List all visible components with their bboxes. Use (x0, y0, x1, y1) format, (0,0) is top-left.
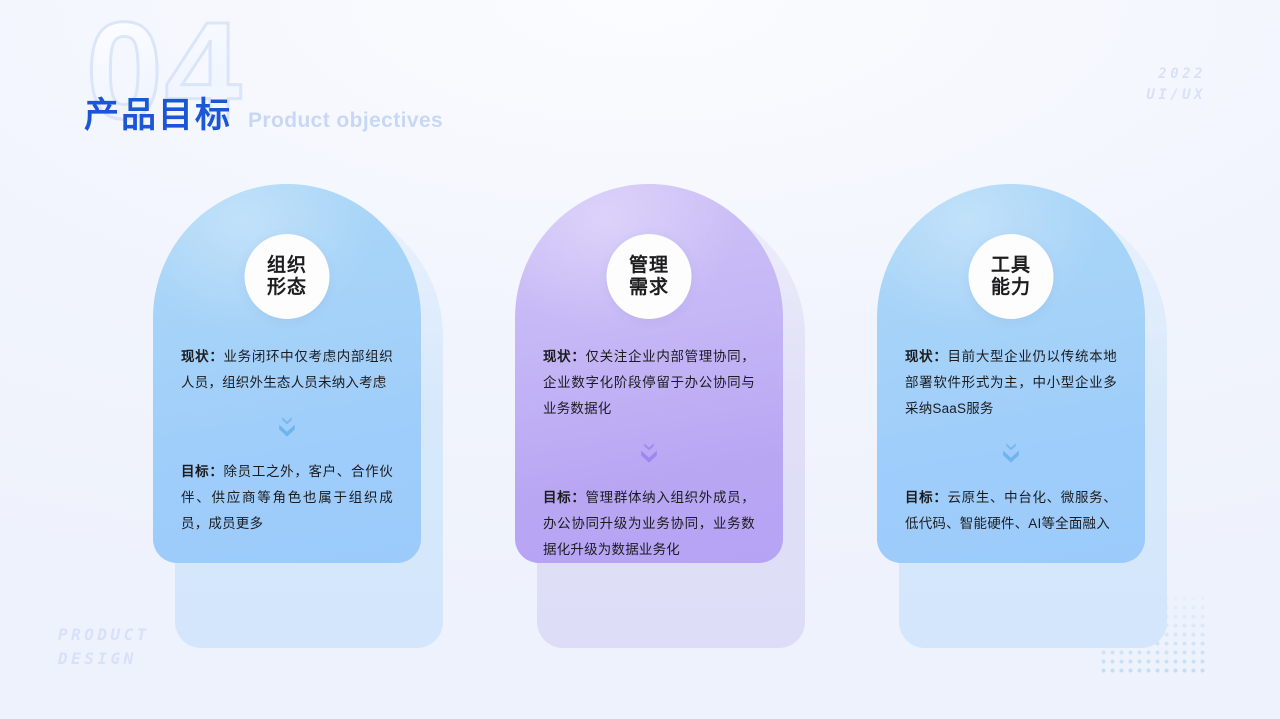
card-divider (905, 435, 1117, 471)
card-goal-label: 目标： (543, 489, 586, 505)
card-goal-text: 除员工之外，客户、合作伙伴、供应商等角色也属于组织成员，成员更多 (181, 463, 393, 531)
card-current-status-text: 业务闭环中仅考虑内部组织人员，组织外生态人员未纳入考虑 (181, 348, 393, 390)
card-divider (181, 409, 393, 445)
card-goal-text: 管理群体纳入组织外成员，办公协同升级为业务协同，业务数据化升级为数据业务化 (543, 489, 755, 557)
card-current-status-text: 仅关注企业内部管理协同，企业数字化阶段停留于办公协同与业务数据化 (543, 348, 755, 416)
card-current-status-text: 目前大型企业仍以传统本地部署软件形式为主，中小型企业多采纳SaaS服务 (905, 348, 1117, 416)
card-goal-text: 云原生、中台化、微服务、低代码、智能硬件、AI等全面融入 (905, 489, 1117, 531)
corner-label-top-right: 2022 UI/UX (1146, 64, 1206, 106)
brand-label-line2: DESIGN (58, 649, 137, 668)
card-goal-label: 目标： (181, 463, 224, 479)
card-current-status: 现状：业务闭环中仅考虑内部组织人员，组织外生态人员未纳入考虑 (181, 344, 393, 396)
double-chevron-down-icon (279, 417, 295, 437)
card-badge-line1: 组织 (266, 255, 307, 277)
card-badge: 组织 形态 (244, 234, 330, 319)
page-title-cn: 产品目标 (84, 96, 233, 135)
card-badge-line1: 工具 (990, 255, 1031, 277)
year-label: 2022 (1158, 66, 1206, 82)
brand-label-line1: PRODUCT (58, 625, 150, 644)
page-title: 产品目标 Product objectives (84, 98, 443, 133)
discipline-label: UI/UX (1146, 87, 1206, 103)
card-current-status: 现状：目前大型企业仍以传统本地部署软件形式为主，中小型企业多采纳SaaS服务 (905, 344, 1117, 422)
corner-label-bottom-left: PRODUCT DESIGN (58, 623, 150, 671)
objective-card-organization-form[interactable]: 组织 形态 现状：业务闭环中仅考虑内部组织人员，组织外生态人员未纳入考虑 目标：… (153, 184, 443, 648)
card-body: 现状：业务闭环中仅考虑内部组织人员，组织外生态人员未纳入考虑 目标：除员工之外，… (153, 330, 421, 550)
card-goal: 目标：管理群体纳入组织外成员，办公协同升级为业务协同，业务数据化升级为数据业务化 (543, 485, 755, 563)
card-front-arch (877, 184, 1145, 563)
card-goal: 目标：云原生、中台化、微服务、低代码、智能硬件、AI等全面融入 (905, 485, 1117, 537)
double-chevron-down-icon (1003, 443, 1019, 463)
card-goal-label: 目标： (905, 489, 948, 505)
card-goal: 目标：除员工之外，客户、合作伙伴、供应商等角色也属于组织成员，成员更多 (181, 459, 393, 537)
card-current-status-label: 现状： (181, 348, 224, 364)
card-badge: 工具 能力 (968, 234, 1054, 319)
objective-card-list: 组织 形态 现状：业务闭环中仅考虑内部组织人员，组织外生态人员未纳入考虑 目标：… (0, 184, 1280, 654)
card-badge-line1: 管理 (628, 255, 669, 277)
card-current-status-label: 现状： (905, 348, 948, 364)
card-badge: 管理 需求 (606, 234, 692, 319)
double-chevron-down-icon (641, 443, 657, 463)
card-current-status-label: 现状： (543, 348, 586, 364)
page-title-en: Product objectives (248, 109, 444, 132)
objective-card-management-needs[interactable]: 管理 需求 现状：仅关注企业内部管理协同，企业数字化阶段停留于办公协同与业务数据… (515, 184, 805, 648)
card-badge-line2: 能力 (990, 276, 1031, 298)
card-badge-line2: 形态 (266, 276, 307, 298)
card-badge-line2: 需求 (628, 276, 669, 298)
objective-card-tool-capability[interactable]: 工具 能力 现状：目前大型企业仍以传统本地部署软件形式为主，中小型企业多采纳Sa… (877, 184, 1167, 648)
slide-header: 04 产品目标 Product objectives (0, 0, 1280, 170)
card-divider (543, 435, 755, 471)
card-body: 现状：目前大型企业仍以传统本地部署软件形式为主，中小型企业多采纳SaaS服务 目… (877, 330, 1145, 550)
card-body: 现状：仅关注企业内部管理协同，企业数字化阶段停留于办公协同与业务数据化 目标：管… (515, 330, 783, 576)
card-current-status: 现状：仅关注企业内部管理协同，企业数字化阶段停留于办公协同与业务数据化 (543, 344, 755, 422)
